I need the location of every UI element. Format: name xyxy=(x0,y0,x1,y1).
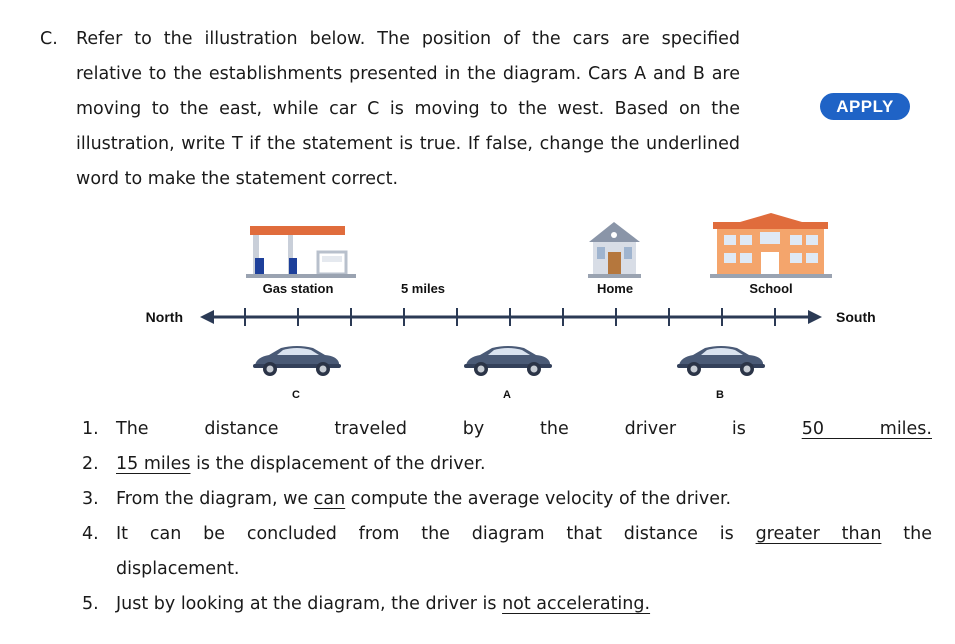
car-b-icon xyxy=(677,346,765,376)
item-text: compute the average velocity of the driv… xyxy=(345,489,732,509)
south-label: South xyxy=(836,309,876,325)
statement-item: 2. 15 miles is the displacement of the dr… xyxy=(82,447,932,482)
underlined-word: not accelerating. xyxy=(502,594,651,614)
scale-label: 5 miles xyxy=(401,281,445,296)
apply-badge: APPLY xyxy=(820,93,910,120)
item-text: the xyxy=(881,524,932,544)
north-label: North xyxy=(146,309,183,325)
number-line xyxy=(200,308,822,326)
right-arrow-icon xyxy=(808,310,822,324)
gas-station-label: Gas station xyxy=(263,281,334,296)
question-label: C. xyxy=(40,29,58,49)
statement-item: 4. It can be concluded from the diagram t… xyxy=(82,517,932,552)
statement-item-continuation: displacement. xyxy=(82,552,932,587)
position-diagram: Gas station 5 miles Home School North So… xyxy=(146,213,876,401)
item-text: The distance traveled by the driver is xyxy=(116,419,802,439)
underlined-word: greater than xyxy=(755,524,882,544)
school-label: School xyxy=(749,281,792,296)
home-label: Home xyxy=(597,281,633,296)
car-a-icon xyxy=(464,346,552,376)
item-number: 2. xyxy=(82,454,99,474)
item-number: 1. xyxy=(82,419,99,439)
car-b-label: B xyxy=(716,389,724,401)
item-text: is the displacement of the driver. xyxy=(190,454,486,474)
car-c-icon xyxy=(253,346,341,376)
left-arrow-icon xyxy=(200,310,214,324)
gas-station-icon xyxy=(246,226,356,278)
item-number: 5. xyxy=(82,594,99,614)
question-intro: C. Refer to the illustration below. The … xyxy=(40,22,740,197)
statement-item: 5. Just by looking at the diagram, the dr… xyxy=(82,587,932,622)
school-icon xyxy=(710,213,832,278)
item-text: Just by looking at the diagram, the driv… xyxy=(116,594,503,614)
underlined-word: 15 miles xyxy=(116,454,191,474)
underlined-word: can xyxy=(313,489,346,509)
item-text: From the diagram, we xyxy=(116,489,314,509)
question-text: Refer to the illustration below. The pos… xyxy=(76,29,740,189)
underlined-word: 50 miles. xyxy=(801,419,932,439)
statement-list: 1. The distance traveled by the driver is… xyxy=(82,412,932,622)
item-number: 4. xyxy=(82,524,99,544)
item-text: It can be concluded from the diagram tha… xyxy=(116,524,756,544)
item-number: 3. xyxy=(82,489,99,509)
statement-item: 1. The distance traveled by the driver is… xyxy=(82,412,932,447)
car-a-label: A xyxy=(503,389,511,401)
home-icon xyxy=(588,222,641,278)
car-c-label: C xyxy=(292,389,300,401)
item-text: displacement. xyxy=(116,559,240,579)
statement-item: 3. From the diagram, we can compute the a… xyxy=(82,482,932,517)
